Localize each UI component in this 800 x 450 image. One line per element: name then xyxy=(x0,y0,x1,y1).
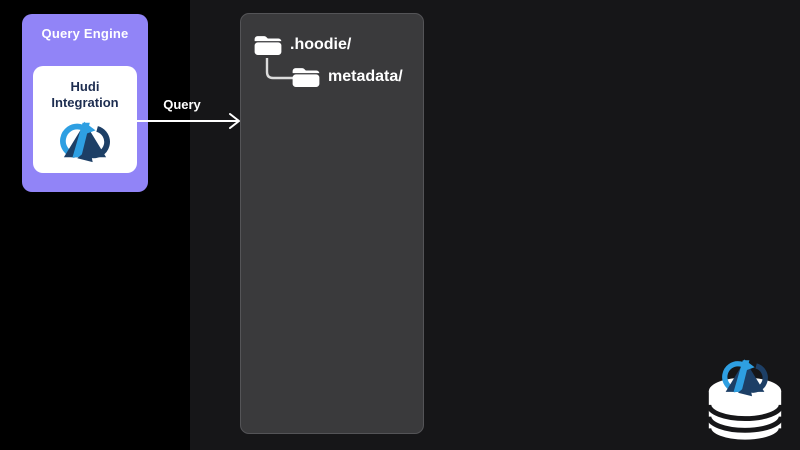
query-arrow xyxy=(137,113,240,129)
hudi-table-database-icon xyxy=(706,359,784,445)
storage-panel: .hoodie/ metadata/ xyxy=(240,13,424,434)
query-engine-title: Query Engine xyxy=(41,26,129,41)
folder-row-hoodie: .hoodie/ xyxy=(253,33,351,57)
query-engine-box: Query Engine Hudi Integration xyxy=(22,14,148,192)
hudi-logo-icon xyxy=(722,359,768,397)
folder-label-metadata: metadata/ xyxy=(328,68,403,85)
hudi-integration-label: Hudi Integration xyxy=(51,79,119,111)
tree-connector-line xyxy=(265,58,293,80)
folder-icon xyxy=(254,36,282,55)
hudi-logo-icon xyxy=(60,121,110,162)
folder-label-hoodie: .hoodie/ xyxy=(290,36,352,53)
query-arrow-label: Query xyxy=(163,97,201,112)
hudi-integration-card: Hudi Integration xyxy=(33,66,137,173)
folder-row-metadata: metadata/ xyxy=(291,65,403,89)
folder-icon xyxy=(292,68,320,87)
